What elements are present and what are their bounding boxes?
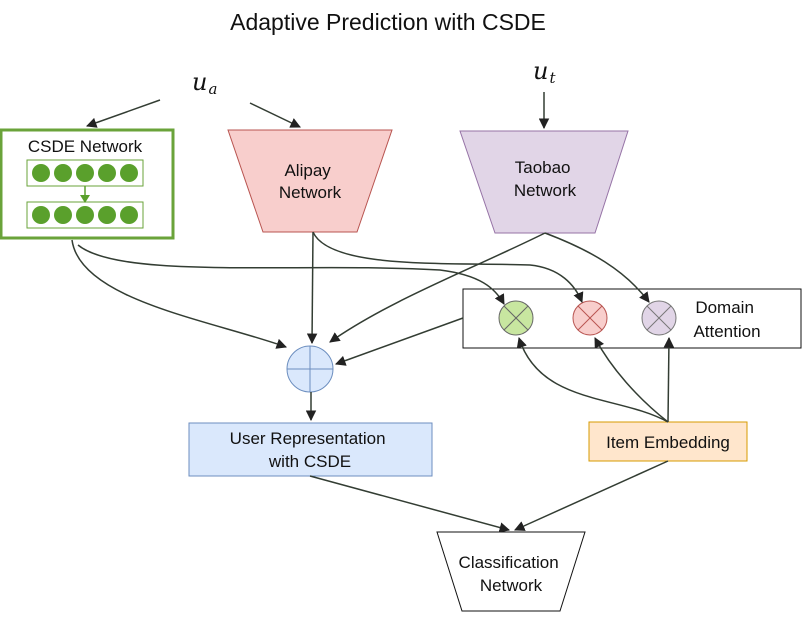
csde-inner-arrowhead — [80, 195, 90, 203]
item-to-mult-purple-edge — [663, 336, 675, 423]
ua-to-csde-arrow — [86, 99, 161, 128]
csde-unit — [76, 206, 94, 224]
alipay-label-line1: Alipay — [284, 161, 331, 180]
csde-unit — [32, 206, 50, 224]
sum-node — [286, 345, 334, 393]
alipay-network-node: Alipay Network — [227, 129, 393, 233]
csde-unit — [32, 164, 50, 182]
classification-line2: Network — [480, 576, 543, 595]
item-embedding-label: Item Embedding — [606, 433, 730, 452]
domain-attention-line2: Attention — [693, 322, 760, 341]
csde-network-box: CSDE Network — [0, 128, 175, 240]
classification-network-node: Classification Network — [436, 531, 586, 612]
alipay-to-mult-pink-edge — [312, 231, 584, 303]
ua-to-alipay-arrow — [249, 102, 301, 128]
taobao-label-line2: Network — [514, 181, 577, 200]
csde-unit — [54, 206, 72, 224]
ut-label: ut — [533, 57, 556, 87]
alipay-to-sum-edge — [306, 231, 318, 345]
taobao-to-mult-purple-edge — [544, 232, 650, 303]
taobao-to-sum-edge — [329, 232, 546, 343]
csde-unit — [120, 206, 138, 224]
alipay-label-line2: Network — [279, 183, 342, 202]
domain-attention-line1: Domain — [695, 298, 754, 317]
user-representation-box: User Representation with CSDE — [188, 422, 433, 477]
taobao-network-node: Taobao Network — [459, 130, 629, 234]
csde-to-sum-edge — [71, 239, 287, 349]
csde-unit — [76, 164, 94, 182]
item-embedding-box: Item Embedding — [588, 421, 748, 462]
user-rep-line1: User Representation — [230, 429, 386, 448]
user-rep-to-classification-edge — [309, 475, 511, 533]
item-to-classification-edge — [514, 460, 669, 531]
svg-text:Taobao Network: Taobao Network — [514, 158, 577, 200]
svg-text:Alipay Network: Alipay Network — [279, 161, 342, 202]
classification-line1: Classification — [459, 553, 559, 572]
csde-unit — [98, 206, 116, 224]
svg-text:Domain Attention: Domain Attention — [693, 298, 760, 341]
attention-to-sum-edge — [335, 317, 464, 366]
diagram-title: Adaptive Prediction with CSDE — [230, 9, 546, 35]
multiply-green-node — [498, 300, 534, 336]
item-to-mult-green-edge — [516, 336, 669, 423]
csde-unit — [98, 164, 116, 182]
item-to-mult-pink-edge — [594, 337, 669, 423]
user-rep-line2: with CSDE — [268, 452, 351, 471]
csde-to-mult-green-edge — [77, 244, 505, 305]
ua-label: ua — [192, 68, 217, 98]
multiply-pink-node — [572, 300, 608, 336]
svg-text:User Representation with: User Representation with CSDE — [230, 429, 391, 471]
csde-unit — [120, 164, 138, 182]
svg-text:Classification Network: Classification Network — [459, 553, 564, 595]
csde-unit — [54, 164, 72, 182]
taobao-label-line1: Taobao — [515, 158, 571, 177]
csde-network-label: CSDE Network — [28, 137, 143, 156]
multiply-purple-node — [641, 300, 677, 336]
